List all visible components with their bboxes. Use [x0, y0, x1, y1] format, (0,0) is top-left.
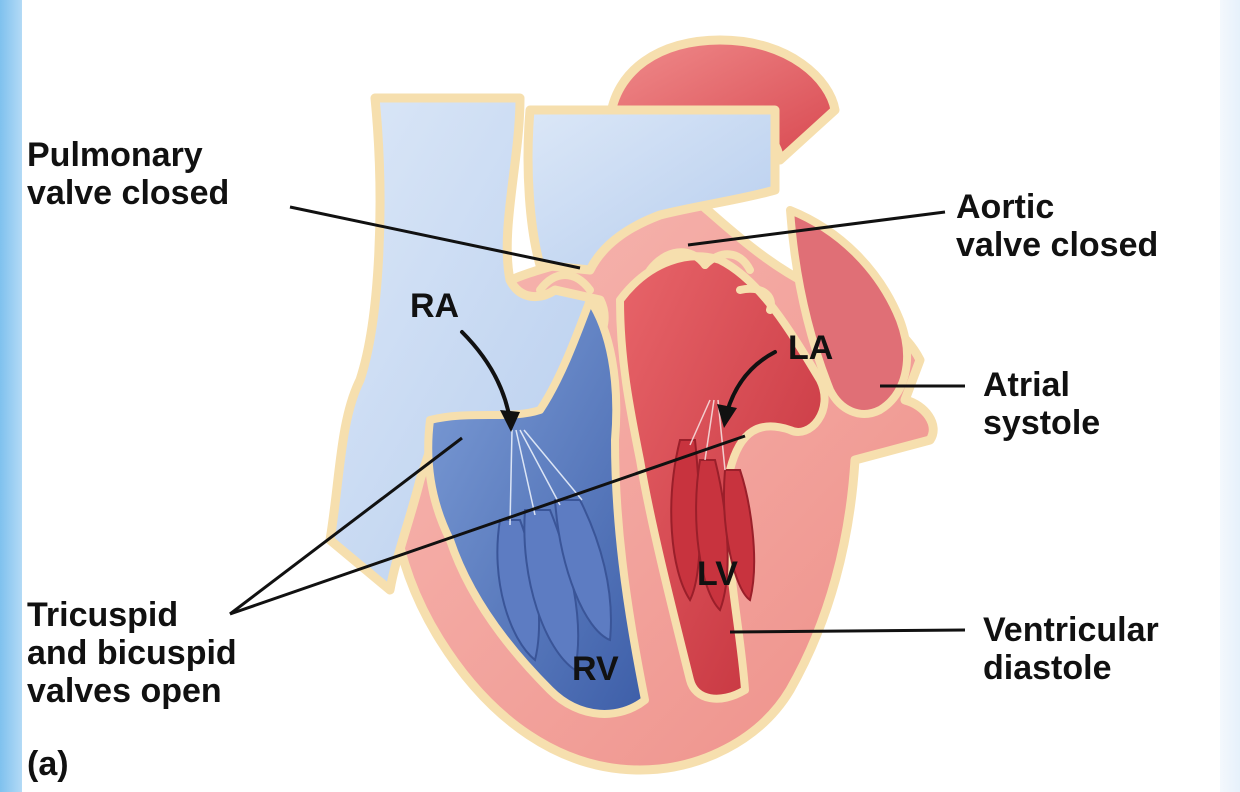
left-atrium-label: LA	[788, 330, 833, 366]
atrial-systole-label-line1: Atrial	[983, 366, 1100, 404]
av-valves-label-line3: valves open	[27, 672, 237, 710]
pulmonary-valve-label: Pulmonary valve closed	[27, 136, 229, 212]
pulmonary-valve-label-line2: valve closed	[27, 174, 229, 212]
right-atrium-label: RA	[410, 288, 459, 324]
ventricular-diastole-label: Ventricular diastole	[983, 611, 1159, 687]
aortic-valve-label-line2: valve closed	[956, 226, 1158, 264]
av-valves-label: Tricuspid and bicuspid valves open	[27, 596, 237, 710]
av-valves-label-line1: Tricuspid	[27, 596, 237, 634]
panel-label: (a)	[27, 745, 69, 783]
ventricular-diastole-label-line2: diastole	[983, 649, 1159, 687]
left-ventricle-label: LV	[697, 556, 738, 592]
ventricular-diastole-label-line1: Ventricular	[983, 611, 1159, 649]
pulmonary-valve-label-line1: Pulmonary	[27, 136, 229, 174]
right-ventricle-label: RV	[572, 651, 619, 687]
aortic-valve-label-line1: Aortic	[956, 188, 1158, 226]
av-valves-label-line2: and bicuspid	[27, 634, 237, 672]
atrial-systole-label: Atrial systole	[983, 366, 1100, 442]
atrial-systole-label-line2: systole	[983, 404, 1100, 442]
aortic-valve-label: Aortic valve closed	[956, 188, 1158, 264]
